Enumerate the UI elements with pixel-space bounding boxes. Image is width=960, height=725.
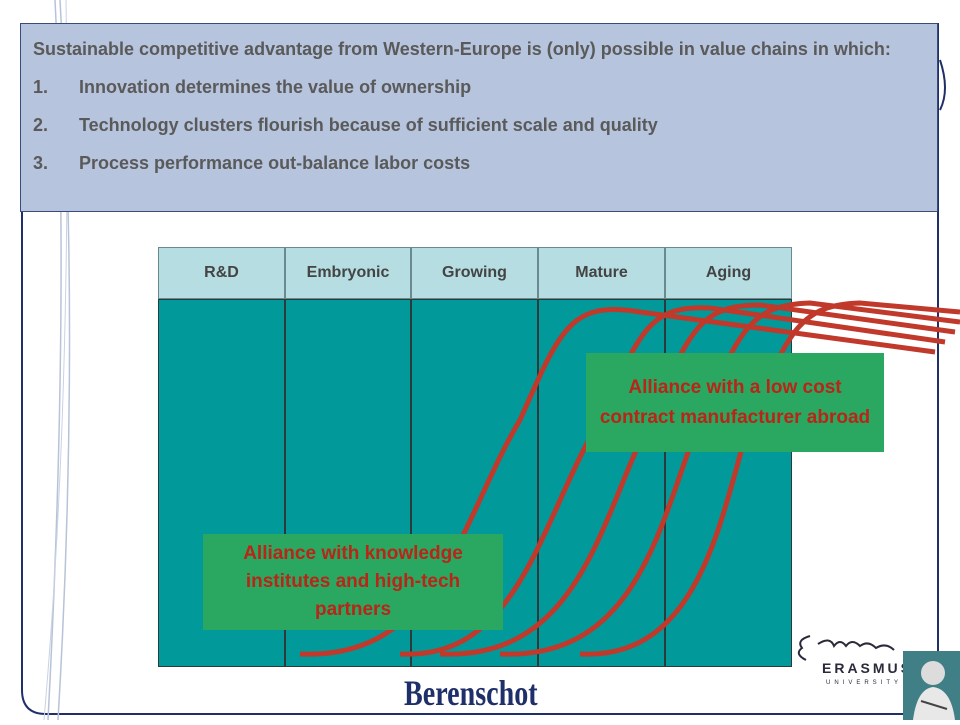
point-number: 2.	[33, 115, 49, 135]
intro-text: Sustainable competitive advantage from W…	[33, 39, 891, 59]
erasmus-logo-subtext: UNIVERSITY	[826, 680, 903, 686]
erasmus-logo-text: ERASMUS	[822, 660, 914, 676]
point-item: 3. Process performance out-balance labor…	[33, 152, 925, 174]
point-number: 3.	[33, 153, 49, 173]
phase-header-rd: R&D	[158, 247, 285, 299]
phase-header-mature: Mature	[538, 247, 665, 299]
erasmus-signature-logo	[797, 635, 895, 661]
callout-low-cost-manufacturer: Alliance with a low cost contract manufa…	[586, 353, 884, 452]
point-item: 1. Innovation determines the value of ow…	[33, 76, 925, 98]
erasmus-portrait-image	[903, 651, 960, 720]
berenschot-logo: Berenschot	[404, 673, 538, 713]
callout-knowledge-institutes: Alliance with knowledge institutes and h…	[203, 534, 503, 630]
point-text: Innovation determines the value of owner…	[79, 77, 472, 97]
header-box: Sustainable competitive advantage from W…	[20, 23, 938, 212]
point-number: 1.	[33, 77, 49, 97]
phase-header-growing: Growing	[411, 247, 538, 299]
point-text: Technology clusters flourish because of …	[79, 115, 658, 135]
point-text: Process performance out-balance labor co…	[79, 153, 471, 173]
phase-header-aging: Aging	[665, 247, 792, 299]
point-item: 2. Technology clusters flourish because …	[33, 114, 925, 136]
phase-header-embryonic: Embryonic	[285, 247, 411, 299]
